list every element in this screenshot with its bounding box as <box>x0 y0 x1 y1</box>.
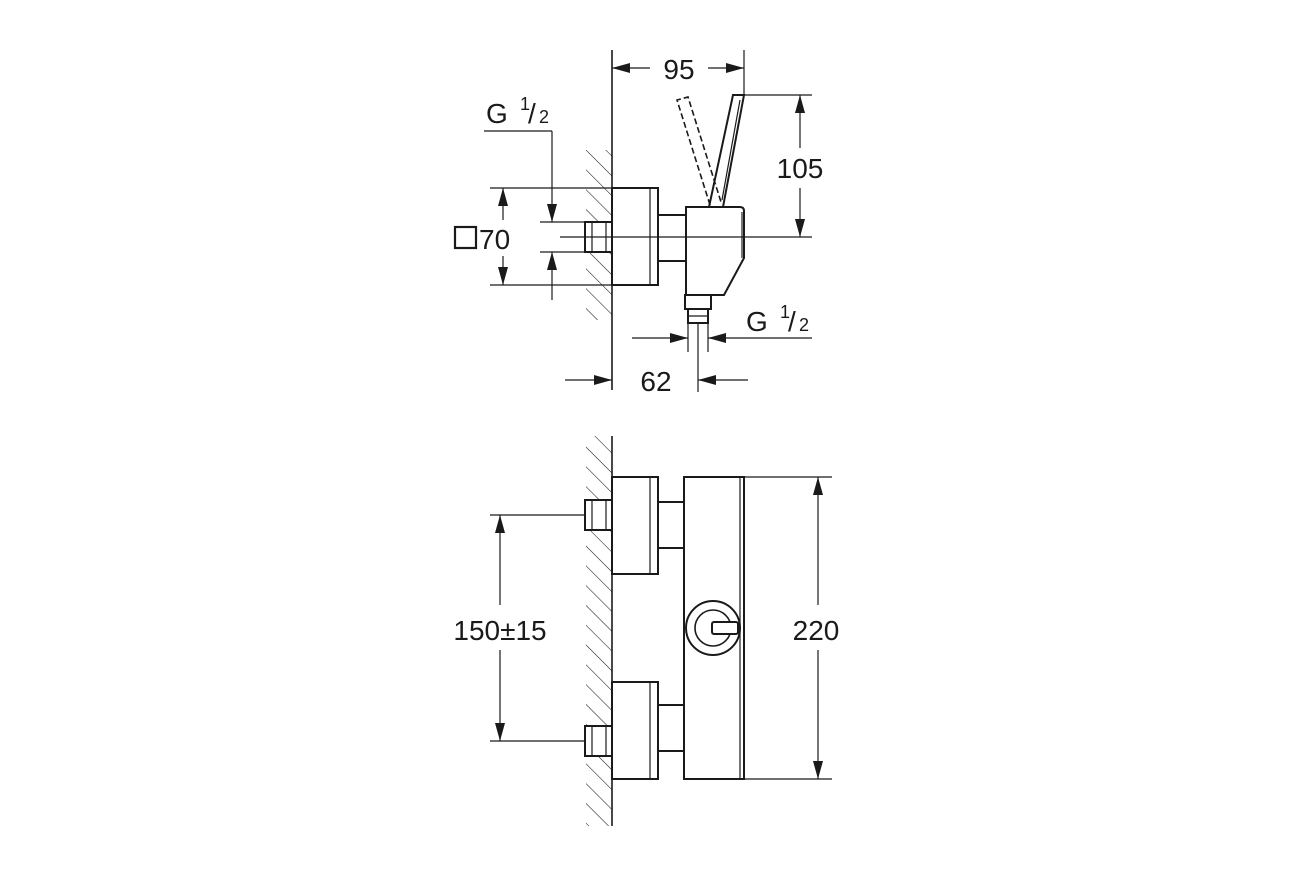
lower-connector <box>657 704 685 752</box>
dim-150-label: 150±15 <box>453 615 546 646</box>
outlet-collar <box>684 294 712 310</box>
lower-flange <box>611 681 659 780</box>
lever-dashed <box>675 96 722 206</box>
svg-text:/: / <box>788 306 796 337</box>
dim-95-label: 95 <box>663 54 694 85</box>
svg-text:2: 2 <box>539 107 549 127</box>
upper-flange <box>611 476 659 575</box>
side-view: 95 105 G 1 / 2 70 G 1 <box>453 50 824 397</box>
svg-text:1: 1 <box>520 94 530 114</box>
svg-text:/: / <box>528 98 536 129</box>
wall-hatch-bottom <box>586 436 612 826</box>
outlet-thread-label: G 1 / 2 <box>746 302 809 337</box>
dim-62-label: 62 <box>640 366 671 397</box>
lower-inlet-nipple <box>584 725 613 757</box>
dim-105-label: 105 <box>777 153 824 184</box>
upper-inlet-nipple <box>584 499 613 531</box>
svg-text:G: G <box>746 306 768 337</box>
upper-connector <box>657 501 685 549</box>
svg-text:G: G <box>486 98 508 129</box>
mixer-body-side <box>685 206 745 296</box>
dim-70-label: 70 <box>479 224 510 255</box>
inlet-thread-label: G 1 / 2 <box>486 94 549 129</box>
connector <box>657 214 687 262</box>
dim-220-label: 220 <box>793 615 840 646</box>
front-view: 150±15 220 <box>453 436 839 826</box>
lever-stub <box>711 621 739 635</box>
square-icon <box>453 225 478 250</box>
svg-text:1: 1 <box>780 302 790 322</box>
svg-text:2: 2 <box>799 315 809 335</box>
lever-solid <box>707 94 746 208</box>
